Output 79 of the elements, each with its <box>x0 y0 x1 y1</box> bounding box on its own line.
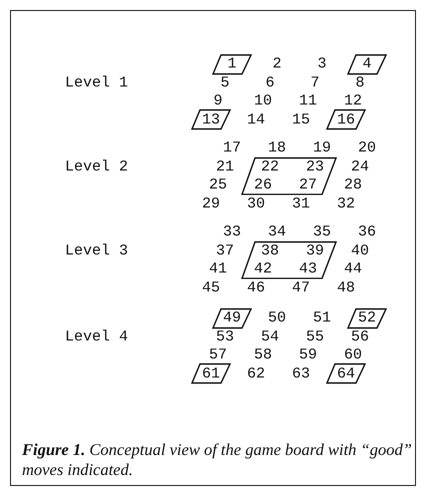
cell-number: 34 <box>268 224 286 240</box>
cell-number: 7 <box>310 74 320 91</box>
cell-number: 17 <box>223 140 241 156</box>
level-label: Level 2 <box>65 158 128 175</box>
level-label: Level 3 <box>65 242 128 259</box>
parallelogram-box <box>347 308 387 328</box>
cell-number: 28 <box>344 176 362 194</box>
parallelogram-box <box>241 240 337 279</box>
cell-number: 14 <box>247 111 265 128</box>
parallelogram-box <box>347 54 387 74</box>
cell-number: 48 <box>337 279 355 296</box>
cell-number: 58 <box>254 346 272 364</box>
cell-number: 54 <box>261 328 279 345</box>
cell-number: 33 <box>223 224 241 240</box>
cell-number: 12 <box>344 92 362 110</box>
cell-number: 25 <box>209 176 227 194</box>
cell-number: 44 <box>344 260 362 278</box>
cell-number: 10 <box>254 92 272 110</box>
cell-number: 64 <box>337 365 355 382</box>
cell-number: 20 <box>358 140 376 156</box>
cell-number: 4 <box>362 56 372 72</box>
cell-number: 23 <box>306 158 324 175</box>
cell-number: 55 <box>306 328 324 345</box>
cell-number: 19 <box>313 140 331 156</box>
cell-number: 36 <box>358 224 376 240</box>
parallelogram-box <box>212 308 252 328</box>
cell-number: 62 <box>247 365 265 382</box>
cell-number: 15 <box>292 111 310 128</box>
parallelogram-box <box>191 363 231 384</box>
cell-number: 18 <box>268 140 286 156</box>
cell-number: 63 <box>292 365 310 382</box>
parallelogram-box <box>212 54 252 74</box>
cell-number: 6 <box>266 74 274 91</box>
cell-number: 1 <box>228 56 236 72</box>
cell-number: 26 <box>254 176 272 194</box>
cell-number: 40 <box>351 242 369 259</box>
cell-number: 2 <box>272 56 282 72</box>
cell-number: 59 <box>299 346 317 364</box>
cell-number: 49 <box>223 310 241 326</box>
cell-number: 37 <box>216 242 234 259</box>
cell-number: 61 <box>202 365 220 382</box>
cell-number: 47 <box>292 279 310 296</box>
cell-number: 3 <box>318 56 326 72</box>
level-label: Level 1 <box>65 74 128 91</box>
cell-number: 13 <box>202 111 220 128</box>
cell-number: 24 <box>351 158 369 175</box>
cell-number: 27 <box>299 176 317 194</box>
parallelogram-box <box>191 109 231 130</box>
level-label: Level 4 <box>65 328 128 345</box>
cell-number: 9 <box>214 92 222 110</box>
figure-caption: Figure 1. Conceptual view of the game board with “good” moves indicated. <box>22 440 412 480</box>
cell-number: 31 <box>292 195 310 212</box>
cell-number: 60 <box>344 346 362 364</box>
cell-number: 32 <box>337 195 355 212</box>
cell-number: 35 <box>313 224 331 240</box>
cell-number: 29 <box>202 195 220 212</box>
cell-number: 21 <box>216 158 234 175</box>
parallelogram-box <box>326 109 366 130</box>
cell-number: 16 <box>337 111 355 128</box>
cell-number: 30 <box>247 195 265 212</box>
parallelogram-box <box>326 363 366 384</box>
cell-number: 52 <box>358 310 376 326</box>
cell-number: 50 <box>268 310 286 326</box>
cell-number: 39 <box>306 242 324 259</box>
cell-number: 53 <box>216 328 234 345</box>
cell-number: 5 <box>220 74 230 91</box>
cell-number: 22 <box>261 158 279 175</box>
cell-number: 41 <box>209 260 227 278</box>
cell-number: 38 <box>261 242 279 259</box>
cell-number: 56 <box>351 328 369 345</box>
cell-number: 51 <box>313 310 331 326</box>
cell-number: 42 <box>254 260 272 278</box>
cell-number: 57 <box>209 346 227 364</box>
cell-number: 45 <box>202 279 220 296</box>
parallelogram-box <box>241 156 337 195</box>
cell-number: 11 <box>299 92 317 110</box>
cell-number: 43 <box>299 260 317 278</box>
cell-number: 46 <box>247 279 265 296</box>
cell-number: 8 <box>356 74 364 91</box>
